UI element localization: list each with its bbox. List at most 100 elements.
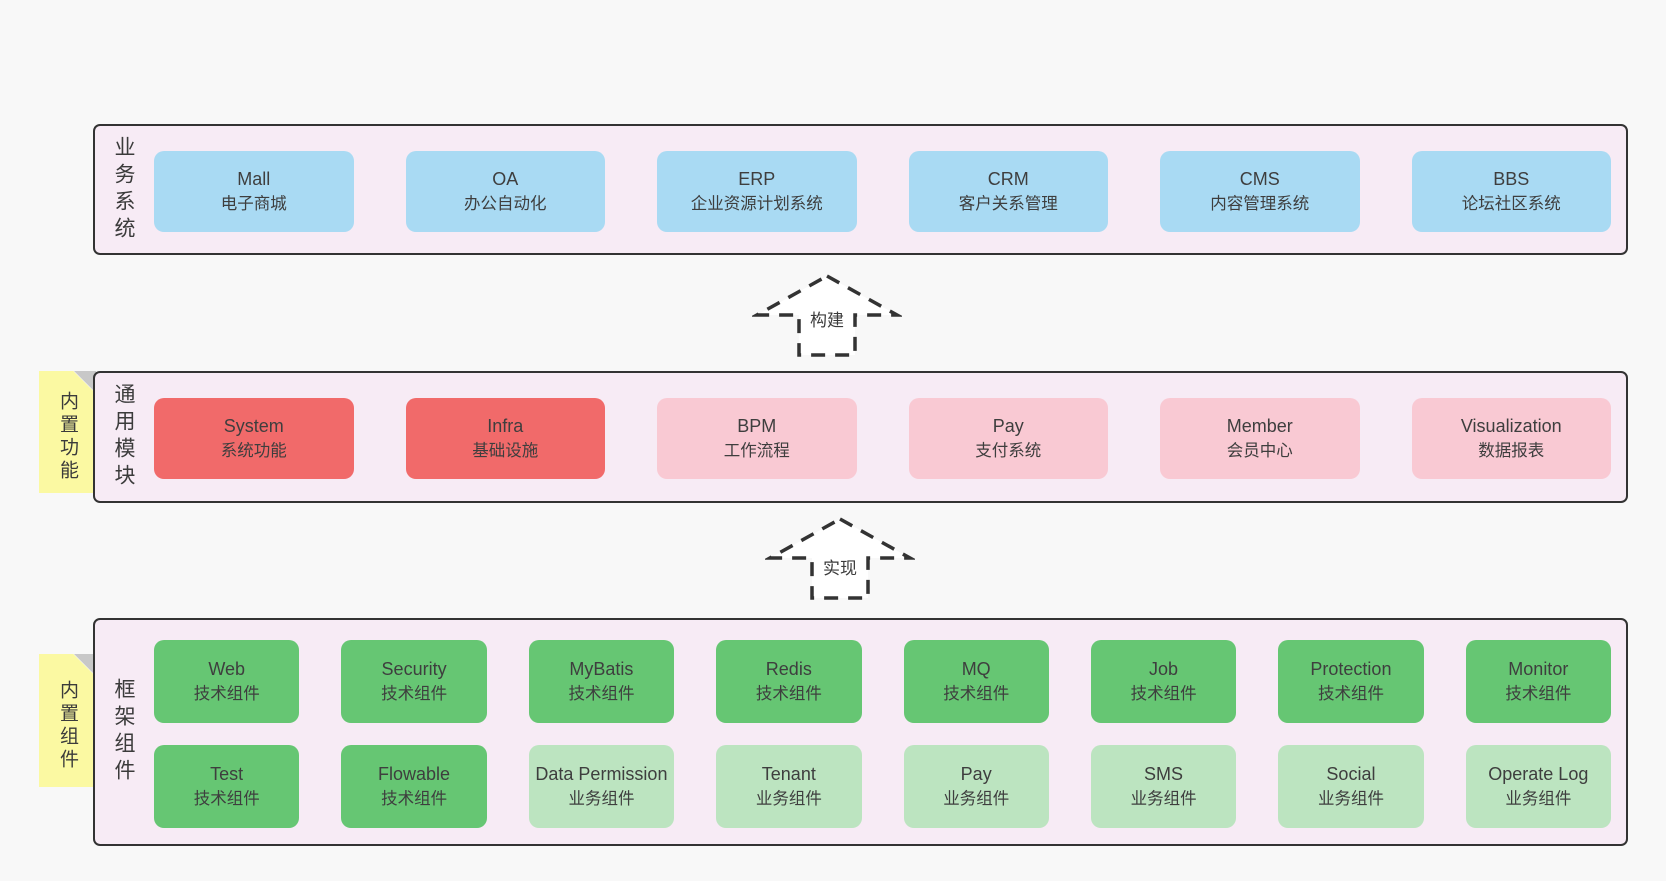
module-subtitle: 论坛社区系统 bbox=[1461, 194, 1561, 213]
module-subtitle: 工作流程 bbox=[723, 441, 790, 460]
module-subtitle: 技术组件 bbox=[943, 684, 1010, 703]
module-box-cms: CMS 内容管理系统 bbox=[1160, 151, 1360, 232]
module-box-operate-log: Operate Log 业务组件 bbox=[1465, 745, 1611, 828]
module-title: Operate Log bbox=[1488, 763, 1589, 784]
module-box-security: Security 技术组件 bbox=[341, 640, 487, 723]
module-box-job: Job 技术组件 bbox=[1090, 640, 1237, 723]
module-title: BBS bbox=[1493, 168, 1530, 189]
sticky-tab-label: 内置组件 bbox=[57, 679, 78, 772]
module-title: OA bbox=[492, 168, 519, 189]
module-subtitle: 业务组件 bbox=[1130, 789, 1197, 808]
module-title: Flowable bbox=[378, 763, 451, 784]
module-title: BPM bbox=[737, 415, 777, 436]
module-title: Member bbox=[1226, 415, 1293, 436]
module-subtitle: 技术组件 bbox=[1130, 684, 1197, 703]
sticky-tab-built-in-components: 内置组件 bbox=[39, 654, 96, 787]
module-subtitle: 基础设施 bbox=[472, 441, 539, 460]
implement-arrow-label: 实现 bbox=[819, 557, 861, 580]
module-title: ERP bbox=[738, 168, 776, 189]
module-box-mall: Mall 电子商城 bbox=[154, 151, 354, 232]
module-box-bbs: BBS 论坛社区系统 bbox=[1411, 151, 1611, 232]
module-box-bpm: BPM 工作流程 bbox=[657, 398, 857, 479]
module-box-member: Member 会员中心 bbox=[1160, 398, 1360, 479]
module-box-redis: Redis 技术组件 bbox=[716, 640, 862, 723]
module-subtitle: 客户关系管理 bbox=[958, 194, 1058, 213]
module-subtitle: 支付系统 bbox=[975, 441, 1042, 460]
module-subtitle: 技术组件 bbox=[381, 789, 448, 808]
module-subtitle: 业务组件 bbox=[1317, 789, 1384, 808]
module-subtitle: 技术组件 bbox=[1317, 684, 1384, 703]
module-subtitle: 系统功能 bbox=[220, 441, 287, 460]
module-title: Tenant bbox=[761, 763, 816, 784]
module-box-social: Social 业务组件 bbox=[1278, 745, 1424, 828]
module-title: Data Permission bbox=[535, 763, 668, 784]
module-box-monitor: Monitor 技术组件 bbox=[1465, 640, 1611, 723]
module-title: Test bbox=[210, 763, 244, 784]
module-box-flowable: Flowable 技术组件 bbox=[341, 745, 487, 828]
module-subtitle: 企业资源计划系统 bbox=[690, 194, 823, 213]
module-subtitle: 业务组件 bbox=[568, 789, 635, 808]
module-box-sms: SMS 业务组件 bbox=[1090, 745, 1237, 828]
module-title: Infra bbox=[487, 415, 524, 436]
module-subtitle: 内容管理系统 bbox=[1210, 194, 1310, 213]
module-box-mybatis: MyBatis 技术组件 bbox=[528, 640, 675, 723]
module-box-tenant: Tenant 业务组件 bbox=[716, 745, 862, 828]
module-title: Protection bbox=[1310, 658, 1392, 679]
sticky-tab-built-in-features: 内置功能 bbox=[39, 371, 96, 493]
module-subtitle: 会员中心 bbox=[1226, 441, 1293, 460]
common-modules-box-row: System 系统功能 Infra 基础设施 BPM 工作流程 Pay 支付系统… bbox=[154, 398, 1611, 479]
business-systems-box-row: Mall 电子商城 OA 办公自动化 ERP 企业资源计划系统 CRM 客户关系… bbox=[154, 151, 1611, 232]
panel-common-modules: 通用模块 System 系统功能 Infra 基础设施 BPM 工作流程 Pay… bbox=[93, 371, 1628, 503]
panel-label-framework-components: 框架组件 bbox=[112, 678, 135, 786]
module-subtitle: 业务组件 bbox=[943, 789, 1010, 808]
module-box-test: Test 技术组件 bbox=[154, 745, 300, 828]
panel-business-systems: 业务系统 Mall 电子商城 OA 办公自动化 ERP 企业资源计划系统 CRM… bbox=[93, 124, 1628, 255]
build-arrow-label: 构建 bbox=[806, 309, 848, 332]
module-subtitle: 技术组件 bbox=[755, 684, 822, 703]
module-box-protection: Protection 技术组件 bbox=[1278, 640, 1424, 723]
module-title: Pay bbox=[992, 415, 1024, 436]
module-title: Pay bbox=[960, 763, 992, 784]
module-box-crm: CRM 客户关系管理 bbox=[908, 151, 1108, 232]
module-subtitle: 业务组件 bbox=[755, 789, 822, 808]
panel-framework-components: 框架组件 Web 技术组件 Security 技术组件 MyBatis 技术组件… bbox=[93, 618, 1628, 846]
module-subtitle: 办公自动化 bbox=[464, 194, 547, 213]
module-title: MyBatis bbox=[569, 658, 634, 679]
module-title: Job bbox=[1149, 658, 1179, 679]
module-subtitle: 技术组件 bbox=[193, 684, 260, 703]
framework-components-top-row: Web 技术组件 Security 技术组件 MyBatis 技术组件 Redi… bbox=[154, 640, 1611, 723]
module-box-system: System 系统功能 bbox=[154, 398, 354, 479]
module-subtitle: 技术组件 bbox=[568, 684, 635, 703]
panel-label-business-systems: 业务系统 bbox=[112, 135, 135, 244]
module-subtitle: 技术组件 bbox=[193, 789, 260, 808]
module-box-erp: ERP 企业资源计划系统 bbox=[657, 151, 857, 232]
module-title: Web bbox=[208, 658, 246, 679]
module-subtitle: 电子商城 bbox=[220, 194, 287, 213]
module-title: Redis bbox=[765, 658, 812, 679]
module-box-infra: Infra 基础设施 bbox=[405, 398, 605, 479]
panel-label-common-modules: 通用模块 bbox=[112, 383, 135, 491]
module-subtitle: 技术组件 bbox=[381, 684, 448, 703]
module-title: CMS bbox=[1239, 168, 1280, 189]
module-title: Social bbox=[1326, 763, 1376, 784]
module-subtitle: 业务组件 bbox=[1505, 789, 1572, 808]
module-box-pay: Pay 业务组件 bbox=[903, 745, 1049, 828]
module-title: MQ bbox=[961, 658, 991, 679]
sticky-tab-label: 内置功能 bbox=[57, 391, 78, 483]
module-subtitle: 技术组件 bbox=[1505, 684, 1572, 703]
module-title: Security bbox=[381, 658, 447, 679]
module-title: Visualization bbox=[1460, 415, 1562, 436]
module-subtitle: 数据报表 bbox=[1478, 441, 1545, 460]
module-title: Mall bbox=[237, 168, 271, 189]
module-box-mq: MQ 技术组件 bbox=[903, 640, 1049, 723]
module-title: Monitor bbox=[1508, 658, 1569, 679]
module-title: CRM bbox=[987, 168, 1029, 189]
module-box-visualization: Visualization 数据报表 bbox=[1411, 398, 1611, 479]
module-title: System bbox=[223, 415, 284, 436]
module-title: SMS bbox=[1144, 763, 1184, 784]
module-box-web: Web 技术组件 bbox=[154, 640, 300, 723]
module-box-pay: Pay 支付系统 bbox=[908, 398, 1108, 479]
framework-components-bottom-row: Test 技术组件 Flowable 技术组件 Data Permission … bbox=[154, 745, 1611, 828]
module-box-oa: OA 办公自动化 bbox=[405, 151, 605, 232]
